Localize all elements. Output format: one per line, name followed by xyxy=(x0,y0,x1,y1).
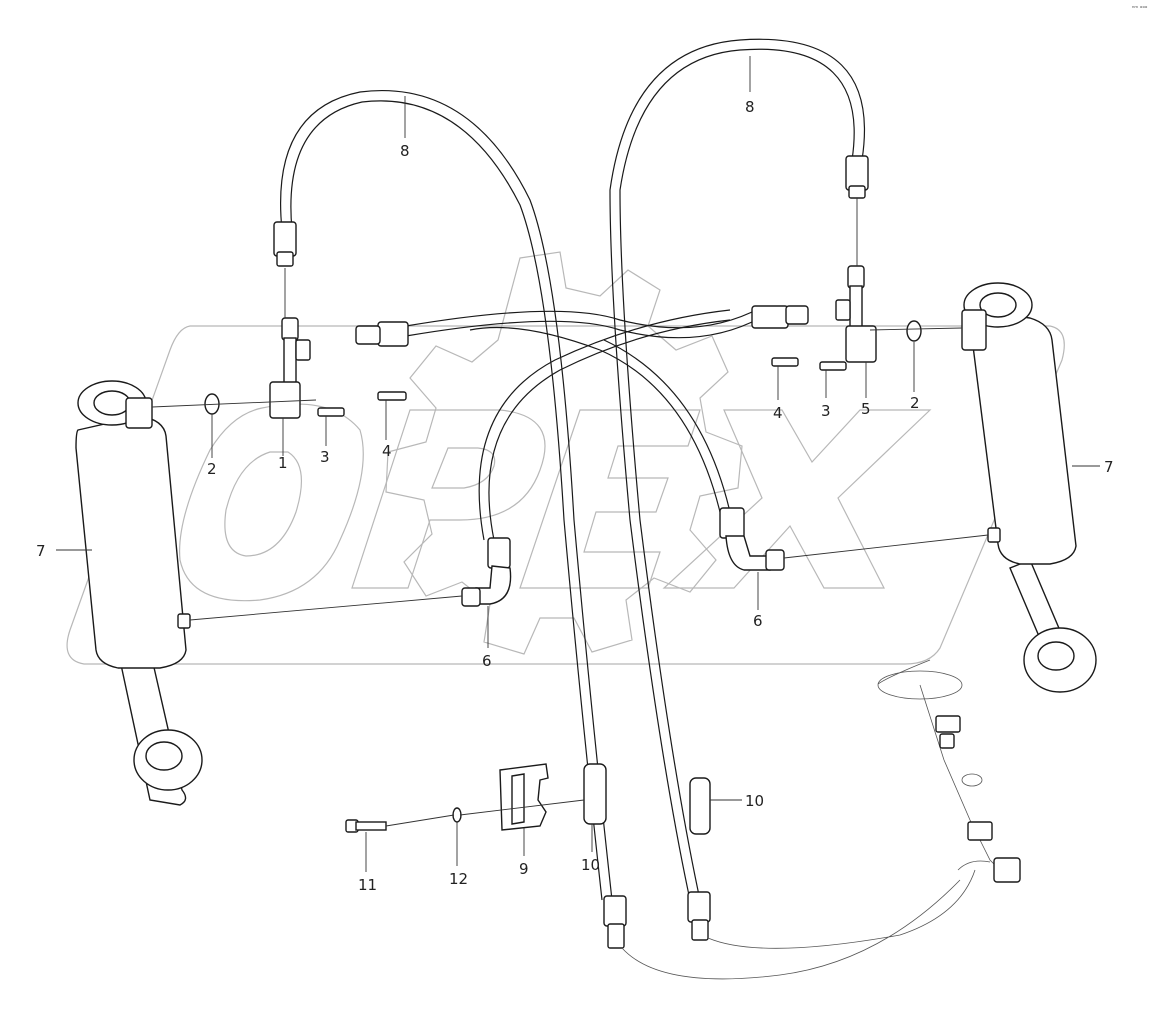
callout-7-right: 7 xyxy=(1104,458,1114,476)
callout-1: 1 xyxy=(278,454,288,472)
washer-12 xyxy=(452,807,462,823)
leader-lines xyxy=(56,56,1100,872)
callout-7-left: 7 xyxy=(36,542,46,560)
watermark-gear xyxy=(385,251,743,655)
connection-dashed-bottom xyxy=(621,869,976,980)
elbow-fitting-left xyxy=(461,537,512,607)
callout-8-right: 8 xyxy=(745,98,755,116)
callout-2-left: 2 xyxy=(207,460,217,478)
watermark-letter-p xyxy=(351,409,546,589)
hose-cross xyxy=(405,307,761,541)
callout-9: 9 xyxy=(519,860,529,878)
cross-hose-fitting-right xyxy=(751,305,809,329)
callout-10-left: 10 xyxy=(581,856,600,874)
bolt-4-right xyxy=(771,357,799,367)
callout-5: 5 xyxy=(861,400,871,418)
hose-clamp-10-left xyxy=(583,763,607,825)
hose-fitting-right-top xyxy=(845,155,869,199)
callout-6-right: 6 xyxy=(753,612,763,630)
callout-8-left: 8 xyxy=(400,142,410,160)
callout-10-right: 10 xyxy=(745,792,764,810)
bolt-4-left xyxy=(377,391,407,401)
hose-fitting-left-top xyxy=(273,221,297,267)
callout-4-right: 4 xyxy=(773,404,783,422)
elbow-fitting-right xyxy=(719,507,785,571)
corner-mark: ⁿᵐ ᵒᵒᵒ xyxy=(1132,5,1148,12)
steering-column xyxy=(877,659,1021,883)
hose-clamp-10-right xyxy=(689,777,711,835)
tee-fitting-left xyxy=(269,317,311,419)
callout-3-left: 3 xyxy=(320,448,330,466)
hydraulic-cylinder-left xyxy=(75,380,203,806)
callout-2-right: 2 xyxy=(910,394,920,412)
hydraulic-cylinder-right xyxy=(961,282,1097,693)
callout-3-right: 3 xyxy=(821,402,831,420)
bolt-11 xyxy=(345,819,387,833)
tee-fitting-right xyxy=(835,265,877,363)
hose-fitting-bottom-right xyxy=(687,891,711,941)
callout-6-left: 6 xyxy=(482,652,492,670)
opex-watermark xyxy=(66,251,1065,665)
watermark-letter-o xyxy=(178,403,364,602)
bolt-3-left xyxy=(317,407,345,417)
watermark-letter-e xyxy=(519,409,701,589)
callout-12: 12 xyxy=(449,870,468,888)
hose-long-left xyxy=(280,90,613,901)
washer-2-right xyxy=(906,320,922,342)
cross-hose-fitting-left xyxy=(355,321,409,347)
bolt-3-right xyxy=(819,361,847,371)
callout-11: 11 xyxy=(358,876,377,894)
clamp-bracket-9 xyxy=(499,763,549,831)
watermark-banner xyxy=(66,325,1065,665)
callout-4-left: 4 xyxy=(382,442,392,460)
hose-fitting-bottom-left xyxy=(603,895,627,949)
watermark-letter-x xyxy=(662,409,932,589)
hose-long-right xyxy=(609,38,866,901)
